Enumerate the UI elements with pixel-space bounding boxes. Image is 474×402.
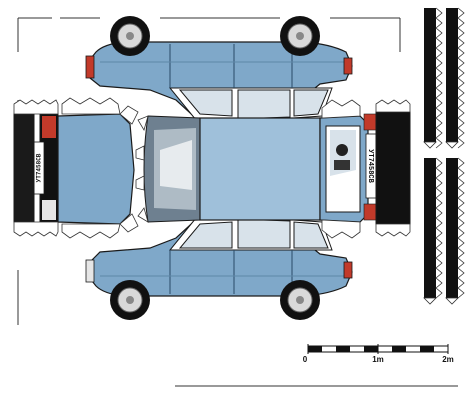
wheel-bottom-rear	[280, 280, 320, 320]
side-bottom-window-mid	[237, 218, 291, 249]
scale-bar-segments	[308, 346, 434, 352]
scale-segment	[392, 346, 406, 352]
tyre-strips	[423, 7, 465, 305]
side-panel-top	[85, 16, 353, 123]
wheel-top-front	[280, 16, 320, 56]
roof	[199, 117, 321, 221]
scale-segment	[420, 346, 434, 352]
side-bottom-window-front	[178, 221, 233, 249]
side-top-window-mid	[237, 89, 291, 120]
side-bottom-window-rear	[293, 221, 329, 249]
scale-label-1m: 1m	[372, 355, 384, 364]
tyre-strip	[445, 7, 465, 149]
scale-bar: 0 1m 2m	[303, 344, 454, 364]
hood-panel: УТ7458СВ	[13, 97, 139, 239]
cut-guide-lines	[17, 17, 458, 387]
side-top-window-rear	[178, 89, 233, 117]
scale-segment	[364, 346, 378, 352]
rear-plate-text: УТ7458СВ	[366, 149, 374, 183]
tyre-strip	[445, 157, 465, 305]
tyre-strip	[423, 157, 443, 305]
scale-segment	[336, 346, 350, 352]
scale-label-0: 0	[303, 355, 308, 364]
roof-panel	[135, 115, 321, 223]
tyre-strip	[423, 7, 443, 149]
scale-segment	[308, 346, 322, 352]
hood	[57, 113, 135, 225]
rear-hatch-panel: УТ7458СВ	[319, 99, 411, 239]
wheel-top-rear	[110, 16, 150, 56]
rear-bumper	[375, 111, 411, 225]
scale-label-2m: 2m	[442, 355, 454, 364]
side-top-window-front	[293, 89, 329, 117]
side-panel-bottom	[85, 215, 353, 320]
front-plate-text: УТ7458СВ	[36, 153, 43, 182]
wheel-bottom-front	[110, 280, 150, 320]
